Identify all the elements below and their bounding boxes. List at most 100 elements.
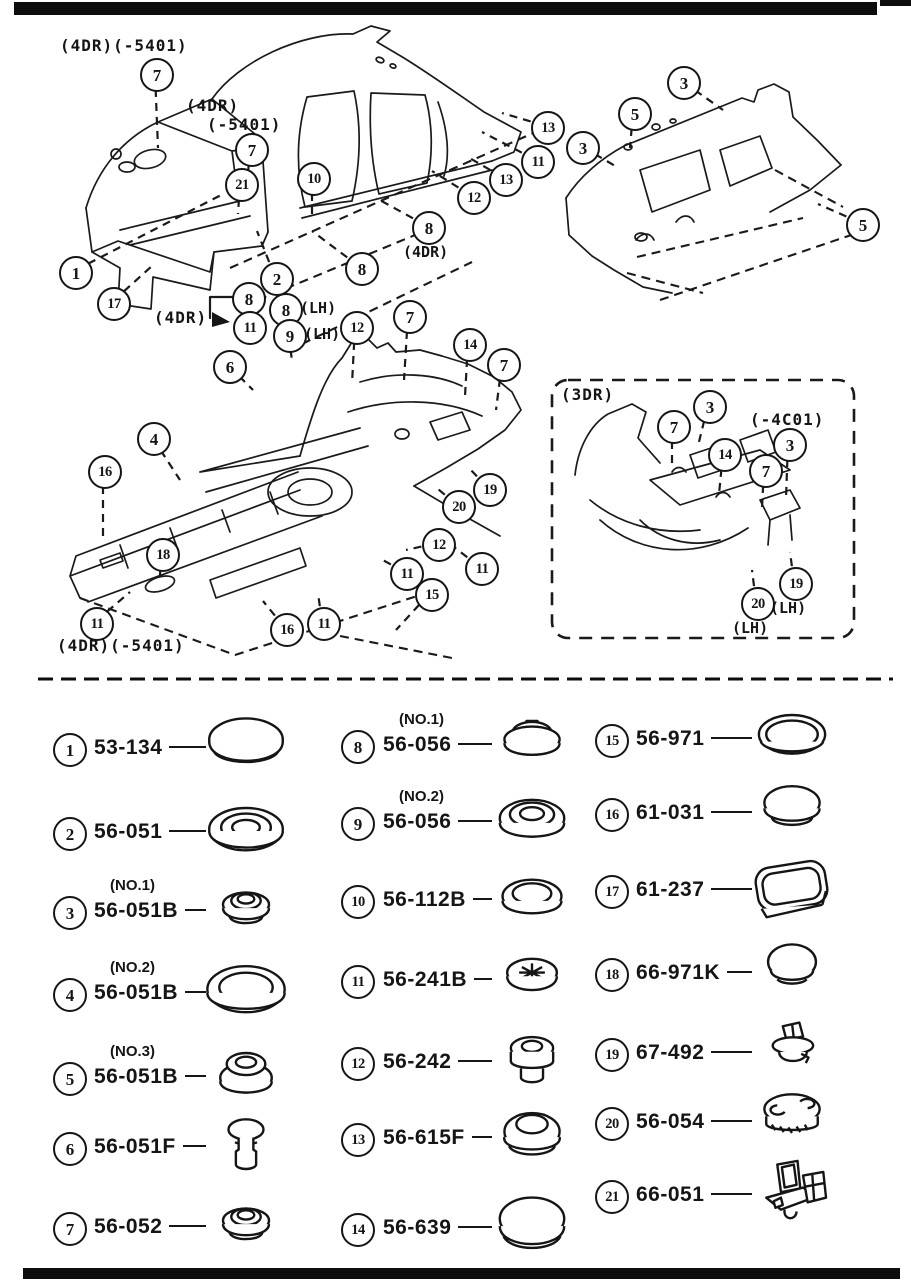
leader-line	[262, 600, 276, 617]
leader-line	[594, 153, 618, 168]
callout-11: 11	[390, 557, 424, 591]
callout-14: 14	[708, 438, 742, 472]
callout-11: 11	[521, 145, 555, 179]
part-thumbnail-fastener	[746, 1084, 838, 1158]
top-rule	[14, 2, 877, 15]
diagram-label: (-5401)	[207, 115, 282, 134]
callout-16: 16	[88, 455, 122, 489]
part-thumbnail-dome-grommet	[200, 1039, 292, 1113]
leader-line	[311, 230, 348, 259]
part-ref-circle-19: 19	[595, 1038, 629, 1072]
callout-7: 7	[657, 410, 691, 444]
part-number: 56-051	[94, 820, 163, 843]
callout-1: 1	[59, 256, 93, 290]
callout-20: 20	[741, 587, 775, 621]
part-thumbnail-small-grommet	[200, 873, 292, 947]
part-thumbnail-big-dome	[486, 1190, 578, 1264]
part-number: 66-971K	[636, 961, 721, 984]
part-number: 53-134	[94, 736, 163, 759]
callout-12: 12	[422, 528, 456, 562]
part-note: (NO.2)	[399, 788, 444, 805]
part-thumbnail-dome	[746, 775, 838, 849]
part-thumbnail-oval-grommet	[486, 784, 578, 858]
part-leader-line	[169, 1225, 206, 1227]
diagram-label: (-4C01)	[750, 410, 825, 429]
part-thumbnail-star-grommet	[486, 942, 578, 1016]
part-ref-circle-18: 18	[595, 958, 629, 992]
part-number: 56-241B	[383, 968, 468, 991]
callout-12: 12	[340, 311, 374, 345]
callout-11: 11	[80, 607, 114, 641]
leader-line	[481, 131, 523, 154]
callout-11: 11	[307, 607, 341, 641]
part-thumbnail-oval-ring	[200, 955, 292, 1029]
part-thumbnail-round-plug	[746, 935, 838, 1009]
leader-line	[154, 88, 160, 149]
callout-2: 2	[260, 262, 294, 296]
callout-20: 20	[442, 490, 476, 524]
leader-line	[696, 420, 706, 447]
leader-line	[465, 155, 491, 171]
part-note: (NO.2)	[110, 959, 155, 976]
leader-line	[106, 591, 131, 613]
callout-5: 5	[846, 208, 880, 242]
leader-line	[316, 592, 321, 607]
leader-line	[395, 604, 420, 631]
part-leader-line	[458, 820, 492, 822]
part-thumbnail-ring	[746, 701, 838, 775]
part-leader-line	[169, 746, 206, 748]
part-ref-circle-14: 14	[341, 1213, 375, 1247]
part-leader-line	[727, 971, 752, 973]
diagram-label: (4DR)	[186, 96, 240, 115]
diagram-label: (4DR)(-5401)	[60, 36, 188, 55]
callout-16: 16	[270, 613, 304, 647]
part-thumbnail-bracket	[746, 1157, 838, 1231]
part-ref-circle-3: 3	[53, 896, 87, 930]
top-rule-nub	[880, 0, 911, 6]
part-thumbnail-cap-grommet	[486, 707, 578, 781]
callout-7: 7	[140, 58, 174, 92]
leader-line	[437, 488, 446, 496]
leader-line	[159, 449, 181, 481]
part-leader-line	[711, 811, 752, 813]
callout-7: 7	[749, 454, 783, 488]
part-number: 56-639	[383, 1216, 452, 1239]
part-leader-line	[472, 1136, 492, 1138]
part-leader-line	[185, 991, 206, 993]
part-leader-line	[473, 898, 492, 900]
callout-9: 9	[273, 319, 307, 353]
part-ref-circle-11: 11	[341, 965, 375, 999]
callout-11: 11	[465, 552, 499, 586]
callout-17: 17	[97, 287, 131, 321]
callout-8: 8	[412, 211, 446, 245]
part-ref-circle-20: 20	[595, 1107, 629, 1141]
callout-8: 8	[232, 282, 266, 316]
part-thumbnail-grommet-ring	[200, 794, 292, 868]
part-leader-line	[711, 1120, 752, 1122]
part-number: 56-051B	[94, 899, 179, 922]
leader-line	[463, 358, 469, 397]
part-thumbnail-small-grommet	[200, 1189, 292, 1263]
bottom-rule	[23, 1268, 900, 1279]
callout-10: 10	[297, 162, 331, 196]
part-ref-circle-10: 10	[341, 885, 375, 919]
part-ref-circle-8: 8	[341, 730, 375, 764]
part-leader-line	[711, 888, 752, 890]
callout-19: 19	[473, 473, 507, 507]
part-thumbnail-top-hat	[486, 1024, 578, 1098]
part-ref-circle-5: 5	[53, 1062, 87, 1096]
part-ref-circle-6: 6	[53, 1132, 87, 1166]
part-number: 56-971	[636, 727, 705, 750]
callout-7: 7	[393, 300, 427, 334]
diagram-label: (4DR)	[154, 308, 208, 327]
part-ref-circle-9: 9	[341, 807, 375, 841]
callout-6: 6	[213, 350, 247, 384]
part-ref-circle-21: 21	[595, 1180, 629, 1214]
part-ref-circle-7: 7	[53, 1212, 87, 1246]
part-number: 61-237	[636, 878, 705, 901]
part-number: 56-051B	[94, 1065, 179, 1088]
callout-7: 7	[487, 348, 521, 382]
callout-21: 21	[225, 168, 259, 202]
part-leader-line	[711, 1051, 752, 1053]
